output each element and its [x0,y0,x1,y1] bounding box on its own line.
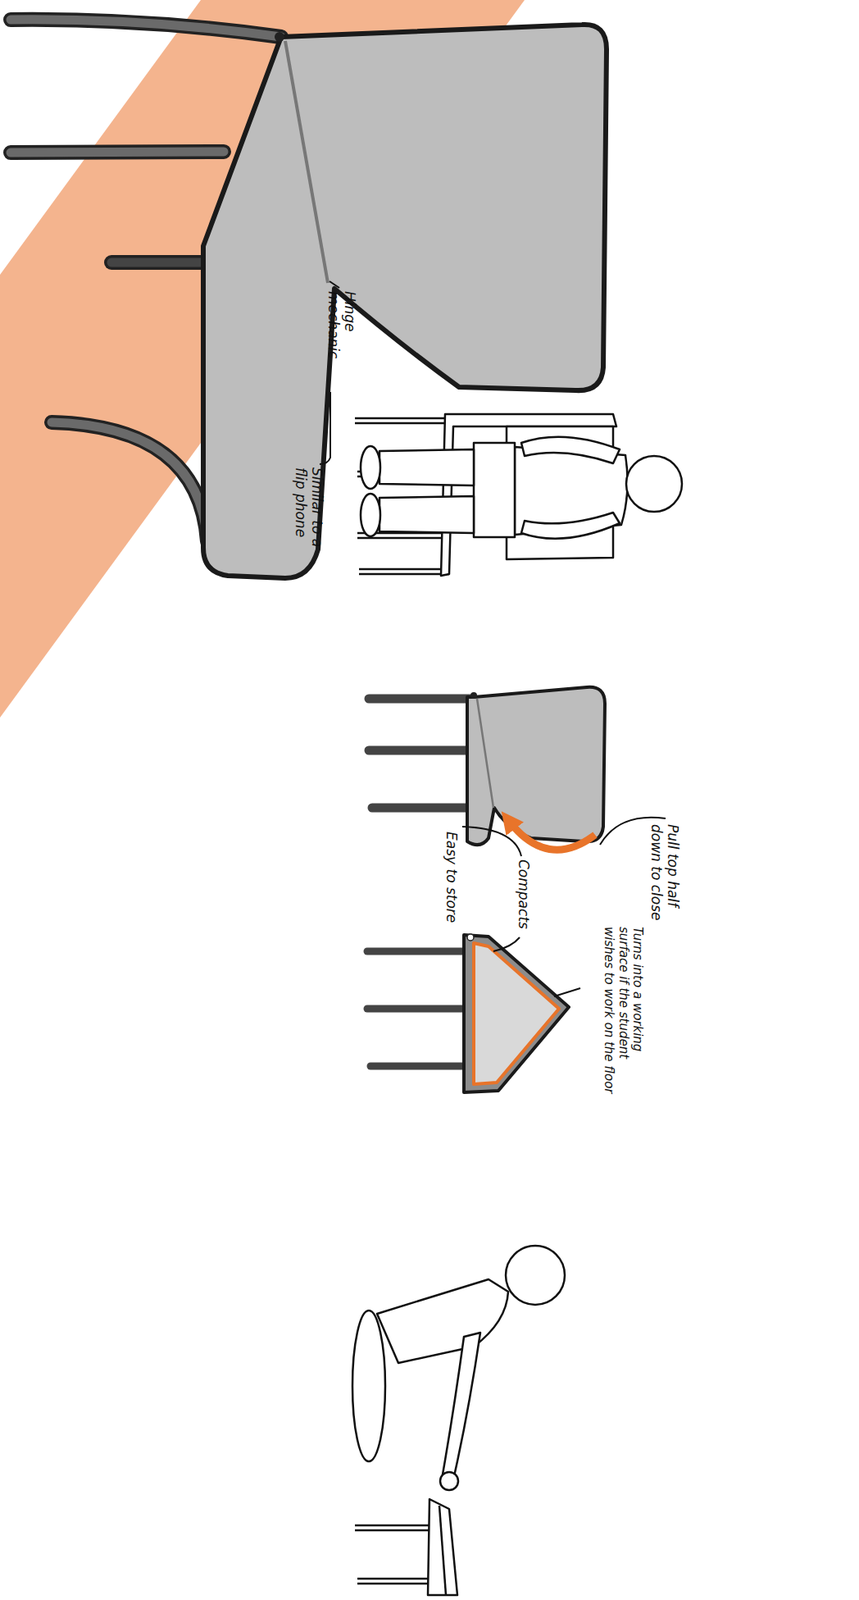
hand [440,1471,459,1490]
table-legs [354,1524,433,1583]
chair-leg [10,151,224,153]
annotation-label: Turns into a working surface if the stud… [601,926,645,1095]
leader-line [462,826,522,856]
folded-chair [463,934,569,1092]
annotation-label: Similar to a flip phone [292,467,325,566]
foot [360,445,381,489]
chair-leg [10,151,224,153]
floor-person [352,1245,565,1595]
legs [352,1309,386,1461]
folding-chair [467,686,605,845]
head [626,455,682,512]
chair-leg [10,19,282,37]
foot [360,493,381,537]
arm [442,1331,481,1476]
chair-legs [368,698,473,808]
hinge-pivot [467,933,474,941]
annotation-label: Hinge mechanic [325,290,358,373]
hinge-line [285,40,328,283]
leader-line [319,391,331,464]
chair-leg [51,422,208,541]
chair-leg [10,19,282,37]
folded-chair-table [427,1498,458,1595]
lower-leg [379,449,474,486]
leader-line [493,936,520,951]
arm [521,436,620,464]
chair-leg [51,422,208,541]
hinge-line [477,698,494,808]
chair-leg [372,803,468,813]
annotation-label: Pull top half down to close [648,823,681,935]
thighs [473,442,515,537]
torso [377,1278,509,1363]
leader-line [554,987,581,996]
head [505,1245,565,1305]
chair-leg [111,258,204,268]
hinge-pivot [274,31,285,42]
chair-leg [367,947,464,955]
chair-leg [367,1004,464,1013]
table-edge [439,1504,446,1595]
annotation-label: Compacts [514,859,532,950]
chair-legs [367,950,464,1066]
chair-leg [368,745,468,755]
chair-leg [111,254,204,270]
working-surface [473,942,560,1084]
seated-person [354,413,682,576]
arm [521,512,620,539]
fold-arrow [508,819,596,850]
chair-leg [368,694,473,704]
leader-line [329,281,340,288]
chair-leg [370,1062,464,1070]
hinge-pivot [470,691,478,699]
lower-leg [379,495,474,533]
annotation-label: Easy to store [442,831,460,938]
